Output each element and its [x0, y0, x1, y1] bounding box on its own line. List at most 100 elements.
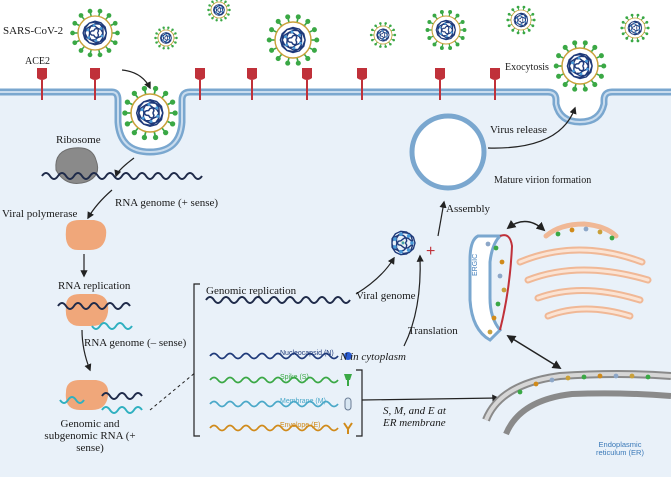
protein-label-membrane: Membrane (M) [280, 398, 326, 405]
label-rna-replication: RNA replication [58, 280, 131, 292]
arrow-replication-to-genomic [81, 329, 92, 372]
nucleocapsid-bead [399, 249, 403, 254]
label-rna-genome-minus: RNA genome (– sense) [84, 337, 187, 349]
membrane-protein-dot [581, 374, 587, 380]
membrane-protein-dot [645, 374, 651, 380]
label-mature-virion: Mature virion formation [494, 175, 592, 186]
virion-icon [154, 26, 178, 50]
nucleocapsid-cytoplasm [391, 230, 416, 256]
membrane-protein-icon [344, 397, 352, 411]
virion-icon [122, 85, 178, 141]
protein-label-spike: Spike (S) [280, 374, 309, 381]
membrane-protein-dot [497, 273, 503, 279]
label-exocytosis: Exocytosis [505, 62, 549, 73]
er-membrane [482, 370, 671, 436]
er-embedded-proteins [517, 373, 651, 395]
protein-label-envelope: Envelope (E) [280, 422, 321, 429]
nucleocapsid-bead [393, 245, 397, 249]
virion-icon [70, 8, 120, 58]
virion-icon [553, 40, 607, 92]
golgi-apparatus [516, 246, 652, 320]
ace2-receptor-icon [37, 68, 47, 100]
membrane-protein-dot [493, 245, 499, 251]
nucleocapsid-bead [393, 237, 397, 241]
membrane-protein-dot [629, 373, 635, 379]
protein-rna-list [209, 352, 353, 434]
viral-polymerase-shape [65, 220, 107, 250]
exocytosis-arrow [487, 106, 577, 149]
label-viral-polymerase: Viral polymerase [2, 208, 78, 220]
virion-icon [425, 10, 467, 50]
label-ergic: ERGIC [472, 253, 479, 276]
ace2-receptor-icon [490, 68, 500, 100]
protein-label-nucleocapsid: Nucleocapsid (N) [280, 350, 334, 357]
arrow-translation [403, 254, 424, 347]
label-virus-release: Virus release [490, 124, 548, 136]
rna-replication-polymerase [65, 294, 109, 326]
membrane-protein-dot [597, 229, 603, 235]
label-genomic-replication: Genomic replication [206, 285, 297, 297]
protein-rna-wave [209, 352, 339, 360]
label-rna-genome-plus: RNA genome (+ sense) [115, 197, 219, 209]
arrow-ergic-golgi [506, 220, 546, 232]
blue-dot-icon [344, 352, 352, 360]
ace2-receptor-icon [247, 68, 257, 100]
membrane-protein-dot [583, 226, 589, 232]
membrane-protein-dot [491, 315, 497, 321]
spike-icon [344, 374, 352, 386]
protein-rna-wave [209, 424, 339, 432]
label-genomic-subgenomic: Genomic and subgenomic RNA (+ sense) [44, 418, 136, 455]
bracket-right [356, 369, 363, 437]
rna-genome-plus-strand [41, 172, 203, 180]
virion-icon [207, 0, 231, 22]
membrane-protein-dot [533, 381, 539, 387]
arrow-viral-genome [355, 256, 395, 295]
connector-dotted [149, 371, 197, 411]
ace2-receptor-icon [357, 68, 367, 100]
label-s-m-e: S, M, and E at ER membrane [383, 405, 446, 430]
bracket-left [193, 283, 200, 437]
label-translation: Translation [408, 325, 458, 337]
nucleocapsid-bead [410, 241, 414, 245]
membrane-protein-dot [549, 377, 555, 383]
protein-rna-wave [209, 400, 339, 408]
membrane-protein-dot [501, 287, 507, 293]
membrane-protein-dot [495, 301, 501, 307]
mature-virion-vesicle [409, 113, 487, 191]
label-assembly: Assembly [446, 203, 490, 215]
label-ribosome: Ribosome [56, 134, 101, 146]
ace2-receptors [37, 68, 500, 100]
virion-icon [620, 13, 650, 43]
membrane-protein-dot [485, 241, 491, 247]
protein-rna-wave [209, 376, 339, 384]
arrow-ergic-er [506, 335, 562, 369]
membrane-protein-dot [613, 373, 619, 379]
arrow-rna-to-polymerase [87, 189, 113, 220]
membrane-protein-dot [517, 389, 523, 395]
membrane-protein-dot [569, 227, 575, 233]
membrane-protein-dot [597, 373, 603, 379]
membrane-protein-dot [565, 375, 571, 381]
golgi-proteins [555, 226, 615, 241]
label-viral-genome: Viral genome [356, 290, 416, 302]
virion-icon [401, 241, 405, 245]
virion-icon [369, 22, 397, 48]
nucleocapsid-bead [406, 234, 411, 238]
ribosome-shape [55, 147, 99, 184]
membrane-protein-dot [609, 235, 615, 241]
genomic-polymerase [65, 380, 109, 410]
nucleocapsid-bead [399, 232, 403, 237]
cytoplasm [0, 92, 671, 477]
ace2-receptor-icon [90, 68, 100, 100]
arrow-assembly [437, 200, 447, 237]
ergic-embedded-proteins [485, 241, 507, 335]
arrow-ribosome-to-rna [114, 157, 135, 178]
plus-sign: + [426, 243, 436, 260]
membrane-protein-dot [487, 329, 493, 335]
label-er: Endoplasmic reticulum (ER) [596, 440, 644, 458]
ace2-receptor-icon [435, 68, 445, 100]
membrane-protein-dot [555, 231, 561, 237]
membrane-protein-dot [499, 259, 505, 265]
